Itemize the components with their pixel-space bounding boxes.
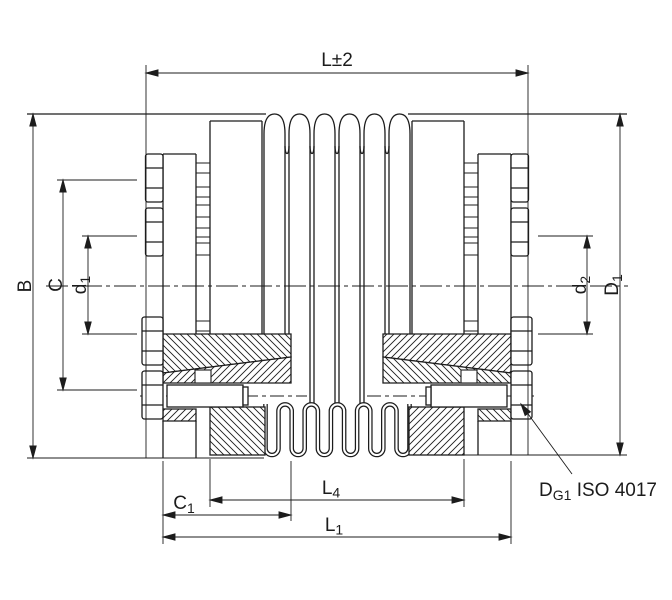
label-bolt-callout: DG1 ISO 4017 xyxy=(539,480,657,503)
label-d2: d2 xyxy=(570,276,593,295)
left-step-detail xyxy=(194,369,212,384)
label-L4: L4 xyxy=(322,478,341,501)
dim-L xyxy=(144,65,530,458)
right-lower-bolt-head-2 xyxy=(510,370,533,420)
right-upper-nut-2 xyxy=(510,207,530,257)
right-strip-bands xyxy=(464,162,478,332)
dim-D1 xyxy=(616,112,624,457)
bellows-walls-outer xyxy=(263,134,411,334)
bellows-walls-centre xyxy=(309,134,365,405)
right-lower-bolt-head-1 xyxy=(510,316,533,366)
left-lower-bolt-head-2 xyxy=(141,370,164,420)
right-hub-section xyxy=(408,406,465,456)
left-bolt-shank xyxy=(166,384,244,408)
left-hub-section xyxy=(209,406,266,456)
label-B: B xyxy=(15,280,36,293)
left-wedge-section xyxy=(162,408,197,422)
bellows-wall-core xyxy=(264,403,411,457)
dim-d2 xyxy=(538,234,593,336)
label-D1: D1 xyxy=(602,274,625,296)
left-upper-nut-1 xyxy=(144,153,164,203)
dim-L4 xyxy=(208,459,466,507)
bellows-crowns xyxy=(263,113,411,135)
left-plate-lower-edges xyxy=(162,421,197,458)
left-bolt-tip xyxy=(242,386,249,406)
right-plate-lower-edges xyxy=(477,421,512,455)
flange-plates xyxy=(162,120,512,458)
label-C1: C1 xyxy=(173,493,195,516)
left-strip-bands xyxy=(196,162,210,332)
dimension-labels: L±2 B C d1 d2 D1 L4 C1 L1 DG1 ISO 4017 xyxy=(15,50,657,538)
right-wedge-section xyxy=(477,408,512,422)
left-lower-bolt-head-1 xyxy=(141,316,164,366)
bolt-callout-leader xyxy=(520,402,573,475)
bellows-valleys xyxy=(284,145,390,155)
right-bolt-tip xyxy=(425,386,432,406)
label-L1: L1 xyxy=(325,515,344,538)
dim-B xyxy=(29,112,37,460)
label-L: L±2 xyxy=(321,50,353,71)
label-d1: d1 xyxy=(70,276,93,295)
right-upper-nut-1 xyxy=(510,153,530,203)
left-upper-nut-2 xyxy=(144,207,164,257)
clamp-bolts xyxy=(166,384,508,408)
dim-C1 xyxy=(161,461,293,521)
right-bolt-shank xyxy=(430,384,508,408)
label-C: C xyxy=(46,278,67,292)
dim-d1 xyxy=(82,234,137,336)
dimension-lines xyxy=(29,65,624,544)
dim-L1 xyxy=(161,461,513,544)
upper-bellows xyxy=(27,113,627,405)
hex-fasteners xyxy=(141,153,533,420)
bottom-envelopes xyxy=(27,454,627,459)
dim-C xyxy=(57,178,137,392)
lower-bellows-section xyxy=(263,402,412,458)
right-step-detail xyxy=(460,369,478,384)
